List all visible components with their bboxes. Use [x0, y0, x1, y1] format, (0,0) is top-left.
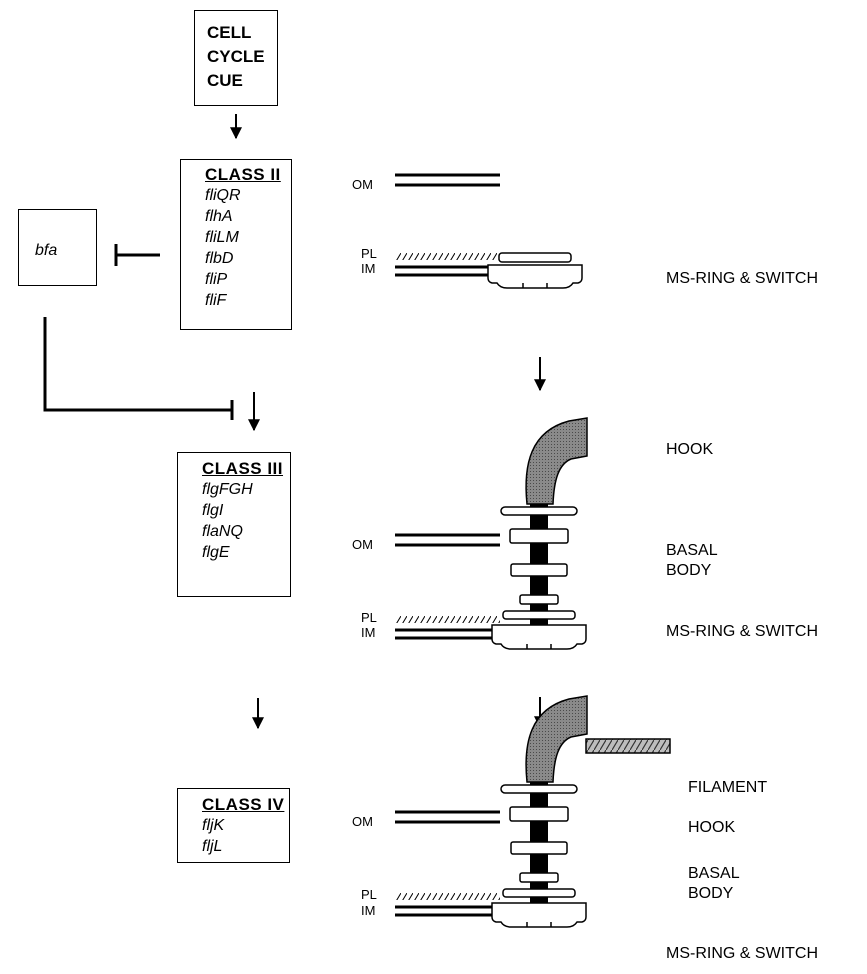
om-label: OM	[352, 814, 373, 829]
basal-body-hook-stage2	[491, 417, 588, 650]
cue-line-1: CELL	[207, 23, 252, 42]
class4-title: CLASS IV	[202, 795, 285, 814]
im-label: IM	[361, 625, 376, 640]
class3-title: CLASS III	[202, 459, 284, 478]
ms-ring-stage1	[487, 252, 583, 289]
body-label: BODY	[688, 885, 734, 902]
class3-gene: flgFGH	[202, 481, 253, 498]
om-label: OM	[352, 537, 373, 552]
class2-gene: flhA	[205, 208, 233, 225]
bfa-label: bfa	[35, 242, 58, 259]
cue-line-3: CUE	[207, 71, 243, 90]
filament	[585, 738, 671, 754]
im-label: IM	[361, 261, 376, 276]
class4-box: CLASS IV fljK fljL	[177, 788, 290, 863]
hook-label: HOOK	[688, 819, 736, 836]
class3-gene: flgE	[202, 544, 230, 561]
basal-label: BASAL	[666, 542, 718, 559]
hook-label: HOOK	[666, 441, 714, 458]
membrane-stage1	[393, 173, 502, 277]
class2-box: CLASS II fliQR flhA fliLM flbD fliP fliF	[180, 159, 292, 330]
bfa-repression-class3	[43, 317, 232, 412]
pl-label: PL	[361, 887, 377, 902]
filament-label: FILAMENT	[688, 779, 768, 796]
class4-gene: fljK	[202, 817, 225, 834]
basal-label: BASAL	[688, 865, 740, 882]
class2-gene: fliQR	[205, 187, 241, 204]
class2-title: CLASS II	[205, 165, 281, 184]
class3-gene: flaNQ	[202, 523, 243, 540]
membrane-stage3	[393, 810, 502, 917]
class2-gene: fliLM	[205, 229, 239, 246]
class4-gene: fljL	[202, 838, 223, 855]
om-label: OM	[352, 177, 373, 192]
bfa-box: bfa	[18, 209, 97, 286]
basal-body-hook-stage3	[491, 695, 588, 928]
cell-cycle-cue-box: CELL CYCLE CUE	[194, 10, 278, 106]
ms-ring-switch-label: MS-RING & SWITCH	[666, 945, 818, 962]
class2-gene: flbD	[205, 250, 234, 267]
cue-line-2: CYCLE	[207, 47, 265, 66]
class3-box: CLASS III flgFGH flgI flaNQ flgE	[177, 452, 291, 597]
body-label: BODY	[666, 562, 712, 579]
ms-ring-switch-label: MS-RING & SWITCH	[666, 270, 818, 287]
ms-ring-switch-label: MS-RING & SWITCH	[666, 623, 818, 640]
pl-label: PL	[361, 610, 377, 625]
membrane-stage2	[393, 533, 502, 640]
im-label: IM	[361, 903, 376, 918]
class2-gene: fliP	[205, 271, 228, 288]
class3-gene: flgI	[202, 502, 224, 519]
class2-gene: fliF	[205, 292, 227, 309]
pl-label: PL	[361, 246, 377, 261]
